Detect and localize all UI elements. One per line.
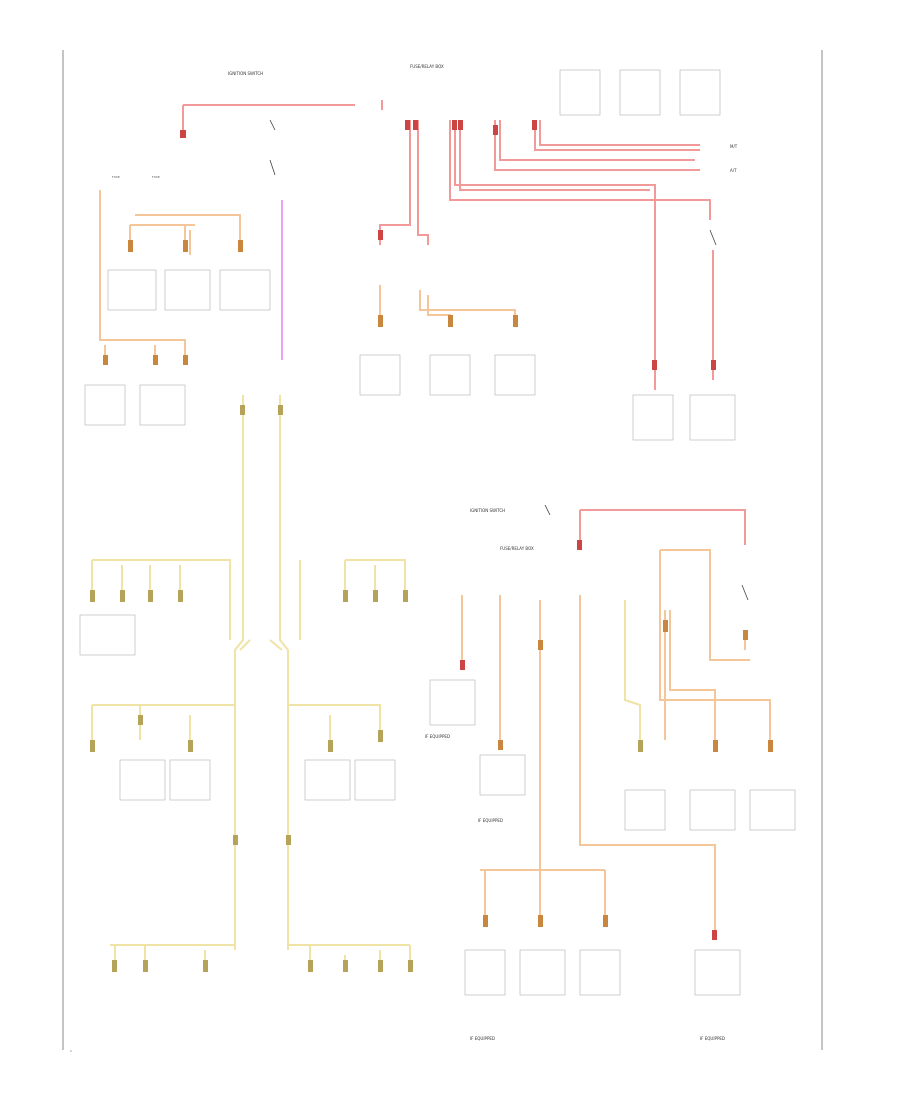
if-equipped-label-2: IF EQUIPPED — [478, 818, 503, 823]
fuse-label-a: FUSE — [112, 175, 120, 179]
connector-marks-yellow — [90, 405, 643, 972]
ignition-feed-bottom-right — [461, 549, 771, 930]
fuse-block-bottom-label: FUSE/RELAY BOX — [500, 546, 534, 551]
if-equipped-label-4: IF EQUIPPED — [470, 1036, 495, 1041]
page-number: 1 — [70, 1049, 72, 1053]
if-equipped-label-3: IF EQUIPPED — [700, 1036, 725, 1041]
connector-marks-orange — [103, 240, 773, 927]
accessory-feed-left — [91, 395, 411, 960]
mt-label: M/T — [730, 144, 738, 149]
ignition-switch-label-2: IGNITION SWITCH — [470, 508, 505, 513]
ignition-feed-top-left — [99, 190, 516, 365]
battery-feed-bottom-right — [579, 509, 746, 545]
connector-marks — [180, 120, 717, 940]
if-equipped-label-1: IF EQUIPPED — [425, 734, 450, 739]
ignition-switch-label: IGNITION SWITCH — [228, 71, 263, 76]
component-boxes — [79, 69, 796, 996]
at-label: A/T — [730, 168, 737, 173]
switch-symbols — [269, 119, 749, 601]
battery-feed-top — [182, 100, 714, 390]
fuse-block-top-label: FUSE/RELAY BOX — [410, 64, 444, 69]
fuse-label-b: FUSE — [152, 175, 160, 179]
accessory-feed-bottom-right — [624, 600, 641, 740]
